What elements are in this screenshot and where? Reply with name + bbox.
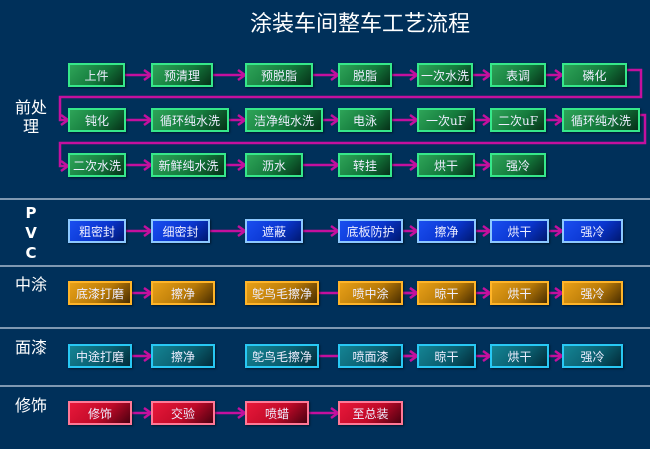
process-step: 二次水洗 (68, 153, 126, 177)
section-label-topcoat: 面漆 (14, 338, 47, 357)
arrowhead-icon (482, 286, 493, 300)
pvc-letter: C (25, 244, 37, 262)
divider (0, 265, 650, 267)
arrowhead-icon (409, 286, 420, 300)
process-step: 粗密封 (68, 219, 126, 243)
divider (0, 198, 650, 200)
process-step: 一次uF (417, 108, 475, 132)
arrowhead-icon (237, 113, 248, 127)
arrowhead-icon (409, 158, 420, 172)
process-step: 擦净 (151, 281, 215, 305)
arrowhead-icon (409, 113, 420, 127)
pvc-letter: P (25, 204, 37, 222)
arrowhead-icon (409, 224, 420, 238)
arrowhead-icon (143, 113, 154, 127)
process-step: 擦净 (417, 219, 476, 243)
arrowhead-icon (60, 159, 71, 173)
arrowhead-icon (330, 224, 341, 238)
process-step: 晾干 (417, 281, 476, 305)
arrowhead-icon (143, 406, 154, 420)
process-step: 一次水洗 (417, 63, 473, 87)
process-step: 中途打磨 (68, 344, 132, 368)
divider (0, 385, 650, 387)
process-step: 沥水 (245, 153, 303, 177)
arrowhead-icon (482, 68, 493, 82)
process-step: 底板防护 (338, 219, 403, 243)
process-step: 脱脂 (338, 63, 392, 87)
process-step: 强冷 (562, 344, 623, 368)
process-step: 交验 (151, 401, 215, 425)
arrowhead-icon (554, 224, 565, 238)
arrowhead-icon (409, 286, 420, 300)
process-step: 上件 (68, 63, 125, 87)
process-step: 磷化 (562, 63, 627, 87)
arrowhead-icon (143, 68, 154, 82)
process-step: 喷面漆 (338, 344, 403, 368)
process-step: 钝化 (68, 108, 126, 132)
arrowhead-icon (237, 224, 248, 238)
section-label-finish: 修饰 (14, 396, 47, 415)
process-step: 喷蜡 (245, 401, 309, 425)
process-step: 循环纯水洗 (562, 108, 640, 132)
arrowhead-icon (237, 406, 248, 420)
arrowhead-icon (482, 113, 493, 127)
process-step: 电泳 (338, 108, 392, 132)
pvc-letter: V (25, 224, 37, 242)
process-step: 鸵鸟毛擦净 (245, 281, 319, 305)
arrowhead-icon (554, 113, 565, 127)
process-step: 预脱脂 (245, 63, 313, 87)
process-step: 晾干 (417, 344, 476, 368)
process-step: 二次uF (490, 108, 546, 132)
divider (0, 327, 650, 329)
arrowhead-icon (409, 349, 420, 363)
arrowhead-icon (237, 68, 248, 82)
arrowhead-icon (554, 349, 565, 363)
arrowhead-icon (143, 349, 154, 363)
process-step: 新鲜纯水洗 (151, 153, 226, 177)
process-step: 表调 (490, 63, 546, 87)
process-step: 洁净纯水洗 (245, 108, 323, 132)
process-step: 预清理 (151, 63, 213, 87)
arrowhead-icon (330, 158, 341, 172)
process-step: 喷中涂 (338, 281, 403, 305)
process-step: 擦净 (151, 344, 215, 368)
arrowhead-icon (554, 68, 565, 82)
process-step: 烘干 (490, 281, 549, 305)
process-step: 转挂 (338, 153, 392, 177)
arrowhead-icon (143, 286, 154, 300)
process-step: 强冷 (562, 281, 623, 305)
arrowhead-icon (330, 406, 341, 420)
process-step: 强冷 (490, 153, 546, 177)
arrowhead-icon (330, 68, 341, 82)
process-step: 细密封 (151, 219, 210, 243)
arrowhead-icon (554, 286, 565, 300)
process-step: 至总装 (338, 401, 403, 425)
arrowhead-icon (143, 158, 154, 172)
arrowhead-icon (143, 224, 154, 238)
process-step: 烘干 (490, 219, 549, 243)
process-step: 修饰 (68, 401, 132, 425)
arrowhead-icon (482, 224, 493, 238)
arrowhead-icon (409, 349, 420, 363)
arrowhead-icon (60, 113, 71, 127)
arrowhead-icon (237, 158, 248, 172)
process-step: 强冷 (562, 219, 623, 243)
process-step: 遮蔽 (245, 219, 303, 243)
arrowhead-icon (482, 158, 493, 172)
section-label-pvc: P V C (14, 203, 48, 263)
page-title: 涂装车间整车工艺流程 (249, 12, 470, 37)
arrowhead-icon (330, 113, 341, 127)
process-step: 鸵鸟毛擦净 (245, 344, 319, 368)
process-step: 烘干 (490, 344, 549, 368)
arrowhead-icon (482, 349, 493, 363)
process-step: 循环纯水洗 (151, 108, 229, 132)
process-step: 烘干 (417, 153, 475, 177)
section-label-pretreatment: 前处理 (14, 98, 47, 136)
arrowhead-icon (409, 68, 420, 82)
section-label-primer: 中涂 (14, 275, 47, 294)
process-step: 底漆打磨 (68, 281, 132, 305)
